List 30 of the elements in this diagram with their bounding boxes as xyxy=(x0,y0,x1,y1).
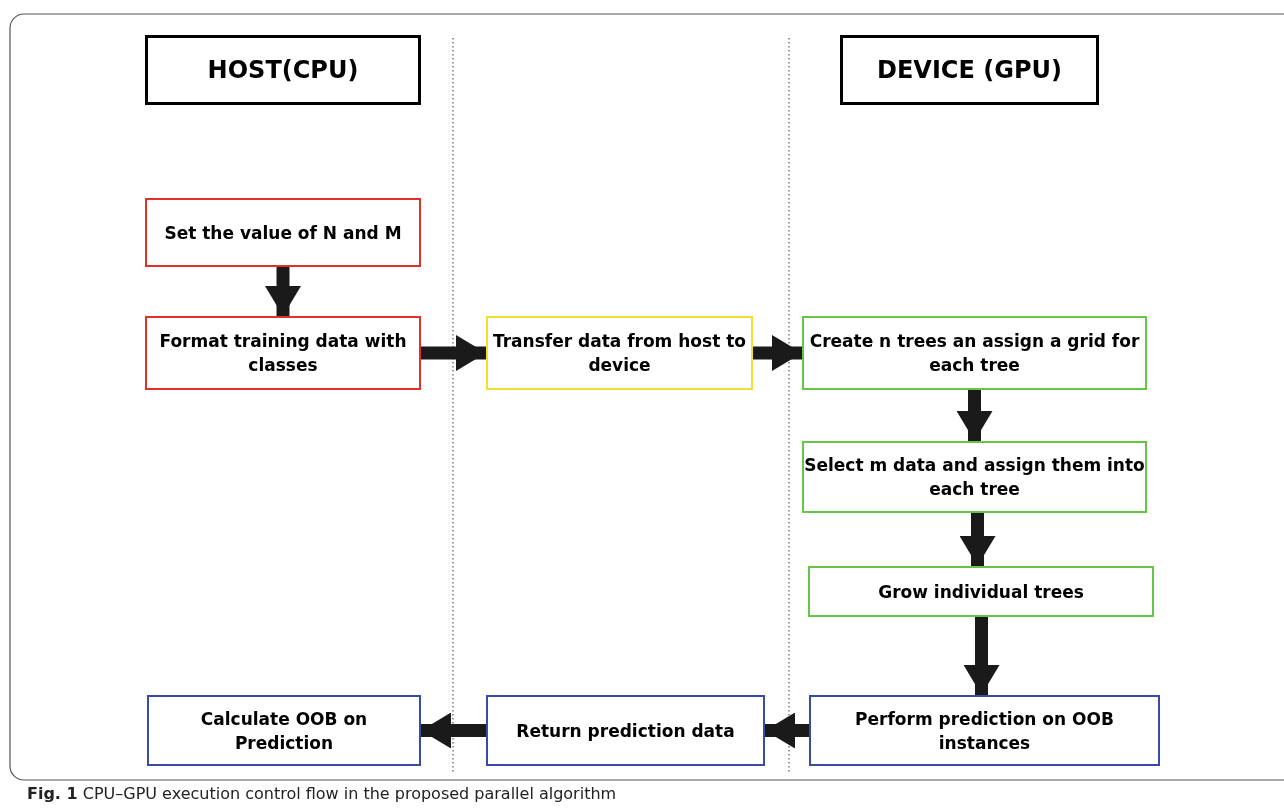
block-arrow xyxy=(956,390,993,441)
process-box xyxy=(486,316,753,390)
step-text: Calculate OOB on Prediction xyxy=(199,707,369,755)
block-arrow xyxy=(959,513,996,566)
process-box xyxy=(808,566,1154,617)
process-box xyxy=(486,695,765,766)
block-arrow xyxy=(421,335,486,371)
lane-header-box xyxy=(145,35,421,105)
step-text: Transfer data from host to device xyxy=(491,330,747,377)
lane-title: DEVICE (GPU) xyxy=(877,58,1062,82)
lane-title: HOST(CPU) xyxy=(207,58,359,82)
figure-caption: Fig. 1 CPU–GPU execution control flow in the proposed parallel algorithm xyxy=(27,784,617,803)
block-arrow xyxy=(421,712,486,749)
step-text: Create n trees an assign a grid for each tree xyxy=(808,330,1141,377)
process-box xyxy=(802,316,1147,390)
step-text: Perform prediction on OOB instances xyxy=(854,707,1115,755)
process-box xyxy=(145,316,421,390)
step-text: Set the value of N and M xyxy=(164,221,402,245)
process-box xyxy=(802,441,1147,513)
lane-header-box xyxy=(840,35,1099,105)
step-text: Format training data with classes xyxy=(158,330,408,377)
block-arrow xyxy=(963,617,1000,695)
block-arrow xyxy=(265,267,301,316)
block-arrow xyxy=(765,712,809,749)
process-box xyxy=(145,198,421,267)
process-box xyxy=(147,695,421,766)
step-text: Return prediction data xyxy=(516,719,735,743)
process-box xyxy=(809,695,1160,766)
step-text: Grow individual trees xyxy=(878,580,1084,604)
step-text: Select m data and assign them into each tree xyxy=(804,454,1145,501)
